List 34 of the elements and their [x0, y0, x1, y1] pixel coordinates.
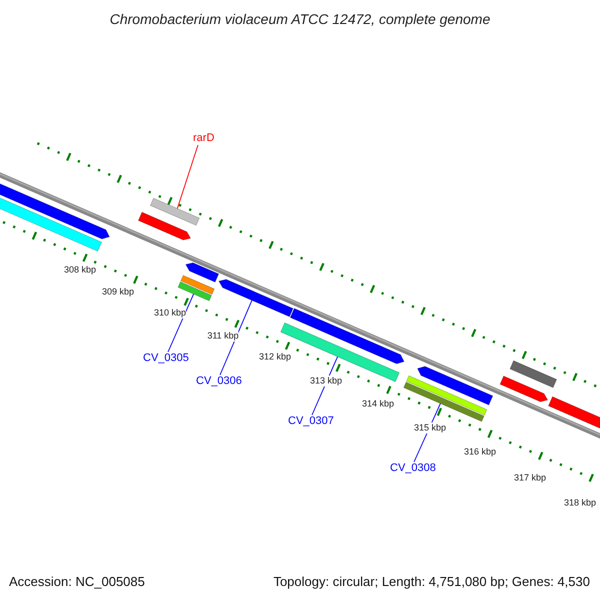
- gene-feature: [218, 279, 294, 318]
- gene-feature: [510, 360, 558, 388]
- position-label: 316 kbp: [464, 446, 496, 458]
- map-title: Chromobacterium violaceum ATCC 12472, complete genome: [108, 10, 492, 29]
- gene-label: CV_0307: [288, 415, 334, 428]
- position-label: 308 kbp: [64, 264, 96, 276]
- leader-line: [176, 144, 198, 209]
- position-label: 311 kbp: [207, 330, 239, 342]
- position-label: 312 kbp: [258, 352, 292, 362]
- leader-line: [220, 300, 252, 376]
- position-label: 313 kbp: [310, 376, 342, 386]
- gene-feature: [406, 375, 488, 416]
- position-label: 314 kbp: [362, 398, 394, 410]
- position-label: 318 kbp: [564, 498, 596, 508]
- gene-feature: [403, 382, 484, 422]
- gene-label: CV_0306: [196, 375, 242, 388]
- gene-feature: [138, 212, 192, 240]
- leader-line: [168, 294, 194, 352]
- gene-label: rarD: [193, 132, 214, 145]
- gene-feature: [180, 274, 215, 295]
- accession-label: Accession: NC_005085: [9, 574, 145, 590]
- gene-feature: [178, 281, 212, 302]
- gene-feature: [185, 262, 220, 283]
- position-label: 315 kbp: [414, 422, 446, 434]
- gene-feature: [500, 376, 548, 402]
- position-label: 317 kbp: [514, 472, 546, 484]
- gene-feature: [150, 198, 200, 226]
- gene-label: CV_0305: [143, 352, 189, 365]
- genome-stats: Topology: circular; Length: 4,751,080 bp; Genes: 4,530: [273, 574, 590, 590]
- gene-feature: [290, 308, 405, 364]
- position-label: 309 kbp: [102, 286, 134, 298]
- gene-label: CV_0308: [390, 462, 436, 475]
- gene-feature: [417, 366, 494, 406]
- position-label: 310 kbp: [154, 308, 186, 318]
